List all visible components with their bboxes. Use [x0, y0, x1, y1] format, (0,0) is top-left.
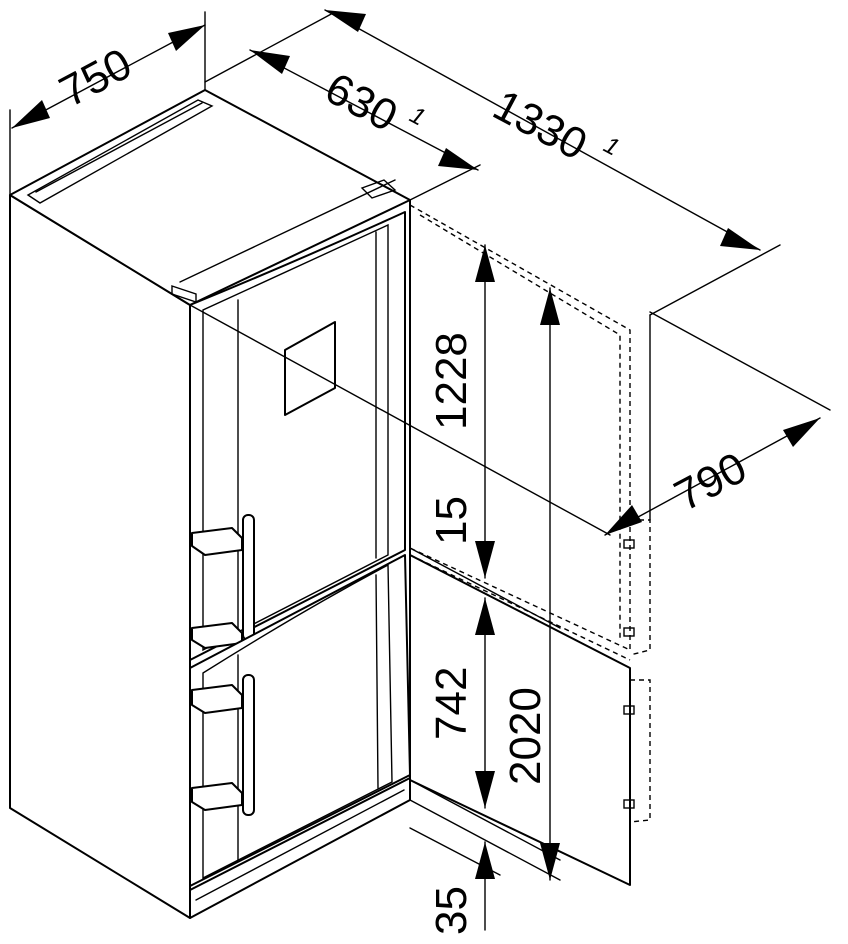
arrow-2020-bottom: [540, 843, 560, 880]
arrow-790-right: [783, 418, 820, 447]
label-lower-door-742: 742: [427, 667, 476, 740]
lower-door: [189, 554, 411, 887]
label-door-swing-790: 790: [667, 443, 755, 521]
label-plinth-35: 35: [427, 886, 476, 935]
arrow-35: [475, 842, 495, 879]
arrow-742-bottom: [475, 771, 495, 808]
lower-door-open: [409, 554, 631, 886]
label-upper-door-1228: 1228: [427, 332, 476, 430]
arrow-2020-top: [540, 288, 560, 325]
lower-hinge-top: [191, 684, 243, 714]
arrow-750-right: [168, 25, 205, 51]
open-door-outline: [409, 204, 651, 886]
arrowheads: [12, 10, 820, 880]
top-vent: [26, 99, 214, 204]
label-total-height-2020: 2020: [501, 687, 550, 785]
lower-door-handle: [242, 674, 255, 816]
label-width-750: 750: [52, 39, 140, 117]
arrow-742-top: [475, 598, 495, 635]
arrow-790-left: [605, 505, 642, 535]
fridge-cabinet: [9, 89, 411, 919]
label-gap-15: 15: [427, 496, 476, 545]
lower-hinge-bottom: [191, 782, 243, 811]
display-panel: [284, 321, 336, 416]
cabinet-left-side: [9, 194, 191, 919]
label-depth-1330-footnote: 1: [599, 131, 623, 161]
arrow-630-right: [438, 148, 478, 170]
label-depth-630: 630: [317, 64, 405, 142]
upper-door: [189, 211, 406, 661]
label-depth-1330: 1330: [485, 81, 594, 170]
label-depth-630-footnote: 1: [405, 101, 429, 131]
arrow-1228-bottom: [475, 541, 495, 578]
arrow-630-left: [250, 50, 290, 74]
arrow-1228-top: [475, 245, 495, 282]
arrow-1330-right: [720, 228, 760, 250]
upper-hinge-top: [191, 527, 243, 556]
arrow-1330-left: [325, 10, 366, 32]
arrow-750-left: [12, 100, 50, 128]
